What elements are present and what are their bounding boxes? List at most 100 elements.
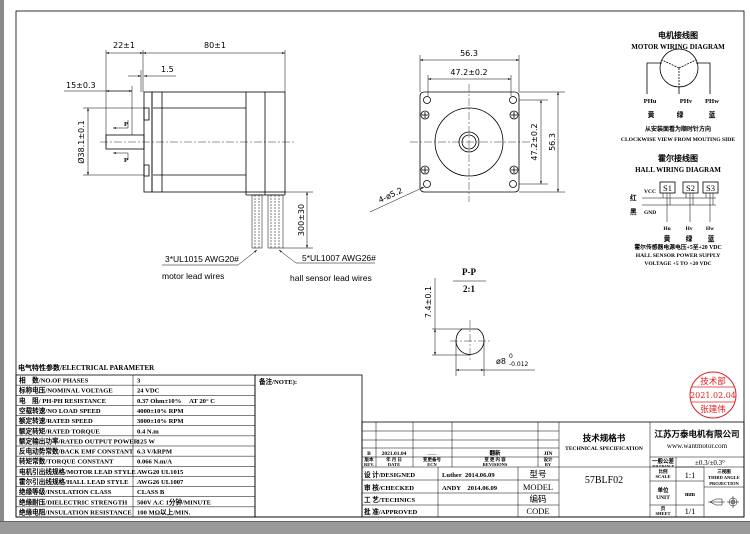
dim-face-width: 56.3: [460, 49, 478, 58]
stamp-date: 2021.02.04: [690, 391, 736, 400]
ecn-header-cn: 变更备号: [423, 456, 441, 463]
motor-lead-spec: 3*UL1015 AWG20#: [165, 254, 239, 264]
mounting-holes: [423, 96, 517, 188]
projection-en1: THIRD ANGLE: [708, 475, 740, 480]
rev-content: 翻新: [489, 449, 501, 457]
table-param-name: 电 阻/ PH-PH RESISTANCE: [19, 396, 107, 405]
rev-by: JIN: [544, 451, 553, 457]
table-param-value: AWG26 UL1007: [137, 479, 184, 486]
company-website: www.wantmotor.com: [667, 442, 728, 450]
date-header-cn: 年 月 日: [386, 456, 402, 463]
sheet-label-cn: 页: [661, 505, 666, 512]
dim-hole-spacing-v: 47.2±0.2: [530, 123, 539, 160]
section-mark-top: P: [124, 121, 128, 128]
notes-box: [254, 374, 363, 518]
table-param-name: 空载转速/NO LOAD SPEED: [19, 406, 101, 415]
unit-value: mm: [685, 492, 695, 498]
date-header-en: DATE: [388, 462, 400, 467]
tolerance-value: ±0.3/±0.3°: [695, 459, 725, 467]
motor-wiring-title-en: MOTOR WIRING DIAGRAM: [631, 43, 725, 51]
hall-v-color: 绿: [686, 234, 693, 243]
window-left-edge: [0, 0, 4, 533]
hall-wiring-diagram: 霍尔接线图 HALL WIRING DIAGRAM S1 S2 S3 VCC G…: [630, 153, 722, 267]
model-label-en: MODEL: [523, 482, 553, 492]
screws: [420, 110, 519, 175]
hall-wiring-title-en: HALL WIRING DIAGRAM: [635, 166, 721, 174]
phase-v: PHv: [680, 98, 693, 105]
hall-w-color: 蓝: [708, 234, 715, 243]
notes-label: 备注/NOTE):: [258, 377, 297, 386]
section-scale: 2:1: [463, 284, 475, 294]
rotation-note-en: CLOCKWISE VIEW FROM MOUTING SIDE: [621, 137, 735, 143]
table-param-value: 3: [137, 378, 141, 385]
section-mark-bottom: P: [124, 157, 128, 164]
dim-shaft-length: 22±1: [113, 41, 135, 50]
table-param-value: 0.066 N.m/A: [137, 459, 172, 466]
dim-flat: 7.4±0.1: [424, 286, 433, 318]
projection-en2: PROJECTION: [709, 481, 739, 486]
checked-value: ANDY 2014.06.09: [442, 485, 498, 492]
table-param-name: 绝缘耐压/DIELECTRIC STRENGTH: [19, 497, 128, 506]
rev-ecn: ——: [427, 451, 438, 456]
approval-stamp: 技术部 2021.02.04 张建伟: [689, 371, 737, 419]
third-angle-projection-icon: [708, 496, 739, 508]
table-param-name: 绝缘等级/INSULATION CLASS: [19, 487, 112, 496]
hall-note-en1: HALL SENSOR POWER SUPPLY: [636, 253, 721, 259]
dim-holes: 4-ø5.2: [377, 186, 404, 205]
phase-w-color: 蓝: [709, 110, 716, 119]
designed-label: 设 计/DESIGNED: [364, 470, 415, 479]
electrical-title: 电气特性参数/ELECTRICAL PARAMETER: [18, 363, 155, 372]
dim-flange: 1.5: [161, 65, 174, 74]
rev-header-cn: 版本: [365, 456, 374, 463]
table-param-value: 500V A.C 1分钟/MINUTE: [137, 497, 212, 506]
dim-lead-length: 300±30: [297, 204, 306, 236]
table-param-name: 电机引出线规格/MOTOR LEAD STYLE: [19, 467, 136, 476]
code-label-en: CODE: [526, 506, 549, 516]
table-param-value: 3000±10% RPM: [137, 418, 184, 425]
table-param-name: 额定输出功率/RATED OUTPUT POWER: [19, 436, 139, 445]
scale-value: 1:1: [685, 470, 696, 480]
front-view: 56.3 47.2±0.2 47.2±0.2 56.3 4-ø5.2: [369, 49, 565, 213]
table-param-name: 额定转矩/RATED TORQUE: [19, 426, 100, 435]
sheet-label-en: SHEET: [655, 511, 670, 516]
table-param-value: 125 W: [137, 438, 155, 445]
hall-note-cn: 霍尔传感器电源电压+5至+20 VDC: [634, 243, 721, 251]
company-name: 江苏万泰电机有限公司: [654, 429, 739, 439]
dim-face-height: 56.3: [548, 133, 557, 151]
dim-tol-upper: 0: [509, 353, 513, 360]
sensor-s2: S2: [686, 183, 695, 193]
motor-wiring-title-cn: 电机接线图: [658, 30, 698, 40]
content-header-en: REVISIONS: [483, 462, 508, 467]
hall-lead-spec: 5*UL1007 AWG26#: [302, 253, 376, 263]
by-header-en: BY: [545, 462, 552, 467]
table-param-value: 6.3 V/kRPM: [137, 449, 173, 456]
table-param-value: 0.4 N.m: [137, 428, 159, 435]
table-param-value: CLASS B: [137, 489, 165, 496]
hall-lead-label: hall sensor lead wires: [290, 273, 372, 283]
technics-label: 工 艺/TECHNICS: [364, 495, 415, 504]
rev-date: 2021.01.04: [382, 451, 407, 457]
approved-label: 批 准/APPROVED: [364, 507, 418, 516]
table-param-name: 绝缘电阻/INSULATION RESISTANCE: [19, 507, 132, 516]
table-param-value: AWG20 UL1015: [137, 469, 184, 476]
dim-hole-spacing-h: 47.2±0.2: [450, 68, 487, 77]
window-bottom-scrollbar[interactable]: [0, 521, 750, 534]
hall-u-color: 黄: [664, 234, 671, 243]
stamp-dept: 技术部: [700, 376, 726, 387]
code-label-cn: 编码: [529, 494, 546, 504]
motor-wiring-diagram: 电机接线图 MOTOR WIRING DIAGRAM PHu PHv PHw 黄…: [621, 30, 735, 143]
hall-w: Hw: [706, 226, 714, 232]
dim-body-length: 80±1: [204, 41, 226, 50]
table-param-name: 标称电压/NOMINAL VOLTAGE: [18, 386, 113, 395]
sensor-s3: S3: [706, 183, 715, 193]
ecn-header-en: ECN: [427, 462, 437, 467]
table-param-name: 额定转速/RATED SPEED: [19, 416, 93, 425]
phase-v-color: 绿: [677, 110, 684, 119]
vcc-label: VCC: [644, 189, 656, 195]
section-title: P-P: [462, 267, 476, 277]
table-param-value: 0.37 Ohm±10% AT 20° C: [137, 398, 215, 405]
unit-label-en: UNIT: [656, 495, 670, 501]
gnd-label: GND: [644, 210, 656, 216]
